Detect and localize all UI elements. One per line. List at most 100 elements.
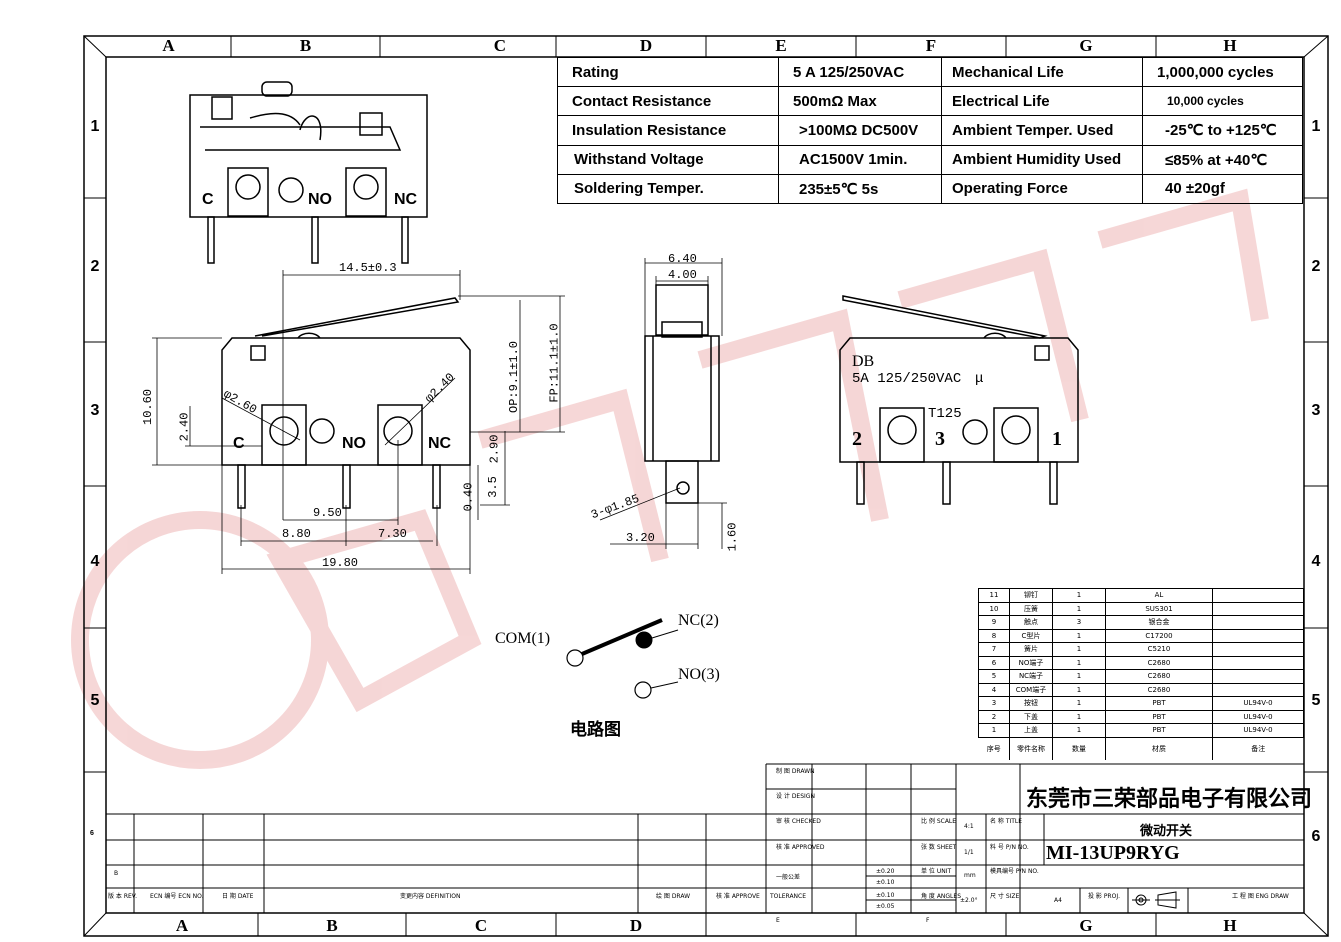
side-view xyxy=(644,284,720,504)
dim-overall-lever: 14.5±0.3 xyxy=(339,261,397,275)
spec-value: ≤85% at +40℃ xyxy=(1142,144,1303,175)
title-block-grid xyxy=(106,763,1304,913)
size-label: 尺 寸 SIZE xyxy=(990,893,1020,900)
scale-label: 比 例 SCALE xyxy=(921,818,957,825)
circuit-no-label: NO(3) xyxy=(678,666,720,683)
dim-0-40: 0.40 xyxy=(461,482,476,512)
bom-cell: 触点 xyxy=(1009,615,1053,630)
unit-label: 单 位 UNIT xyxy=(921,868,952,875)
bom-cell: SUS301 xyxy=(1105,601,1213,616)
bom-cell: 1 xyxy=(1052,682,1106,697)
bom-cell: UL94V-0 xyxy=(1212,709,1304,724)
column-label-a: A xyxy=(162,36,175,55)
dim-operating-position: OP:9.1±1.0 xyxy=(507,340,522,414)
bom-cell: 簧片 xyxy=(1009,642,1053,657)
spec-value: 500mΩ Max xyxy=(778,86,942,117)
spec-value: -25℃ to +125℃ xyxy=(1142,115,1303,146)
tolerance-value: ±0.10 xyxy=(876,879,895,886)
ul-mark: μ xyxy=(975,371,984,387)
front-view-c-label: C xyxy=(233,435,245,452)
side-view-dimensions xyxy=(599,258,727,549)
bom-cell: 1 xyxy=(1052,696,1106,711)
bom-cell: 下盖 xyxy=(1009,709,1053,724)
column-label-b: B xyxy=(299,36,312,55)
spec-value: 40 ±20gf xyxy=(1142,173,1303,205)
zone-f-label: F xyxy=(926,917,930,924)
bom-cell: C型片 xyxy=(1009,628,1053,643)
bom-cell: 7 xyxy=(978,642,1010,657)
dim-8-80: 8.80 xyxy=(282,527,311,541)
bom-cell: 8 xyxy=(978,628,1010,643)
bom-cell: C17200 xyxy=(1105,628,1213,643)
bom-cell: C2680 xyxy=(1105,655,1213,670)
row-label-2-right: 2 xyxy=(1311,258,1321,275)
spec-row: Insulation Resistance >100MΩ DC500V Ambi… xyxy=(557,115,1303,146)
front-view-dimensions xyxy=(152,270,565,574)
size-value: A4 xyxy=(1054,897,1062,904)
column-label-g: G xyxy=(1079,36,1093,55)
spec-label: Rating xyxy=(557,56,779,88)
column-label-h: H xyxy=(1223,36,1237,55)
column-label-c-bottom: C xyxy=(474,916,488,935)
column-label-g-bottom: G xyxy=(1079,916,1093,935)
circuit-nc-label: NC(2) xyxy=(678,612,719,629)
spec-row: Soldering Temper. 235±5℃ 5s Operating Fo… xyxy=(557,173,1303,205)
bom-cell: 银合金 xyxy=(1105,615,1213,630)
row-label-6-right: 6 xyxy=(1311,828,1321,845)
bom-cell xyxy=(1212,588,1304,603)
spec-value: AC1500V 1min. xyxy=(778,144,942,175)
dim-6-40: 6.40 xyxy=(668,252,697,266)
bom-cell: 3 xyxy=(978,696,1010,711)
tolerance-value: ±0.10 xyxy=(876,892,895,899)
bom-header-row: 序号零件名称数量材质备注 xyxy=(978,736,1304,760)
approve-label: 核 准 APPROVE xyxy=(716,893,760,900)
bom-cell: C5210 xyxy=(1105,642,1213,657)
back-view-brand: DB xyxy=(852,353,875,370)
angle-label: 角 度 ANGLES xyxy=(921,893,961,900)
row-label-3-right: 3 xyxy=(1311,402,1321,419)
unit-value: mm xyxy=(964,872,976,879)
bom-cell: 9 xyxy=(978,615,1010,630)
bom-cell xyxy=(1212,642,1304,657)
watermark-logo xyxy=(71,188,1269,769)
row-label-3: 3 xyxy=(90,402,100,419)
bom-cell: 2 xyxy=(978,709,1010,724)
draw-label: 绘 图 DRAW xyxy=(656,893,691,900)
row-label-1: 1 xyxy=(90,118,100,135)
bom-cell: 1 xyxy=(1052,655,1106,670)
back-view-rating: 5A 125/250VAC xyxy=(852,371,962,387)
spec-value: 235±5℃ 5s xyxy=(778,173,942,205)
top-view xyxy=(189,81,428,264)
spec-row: Rating 5 A 125/250VAC Mechanical Life 1,… xyxy=(557,56,1303,88)
top-view-nc-label: NC xyxy=(394,191,418,208)
bom-cell: NO端子 xyxy=(1009,655,1053,670)
design-label: 设 计 DESIGN xyxy=(776,793,815,800)
ecn-label: ECN 编号 ECN NO. xyxy=(150,893,204,900)
bom-cell: 上盖 xyxy=(1009,723,1053,738)
dim-3-20: 3.20 xyxy=(626,531,655,545)
column-label-b-bottom: B xyxy=(326,916,338,935)
mold-no-label: 模具编号 P/N NO. xyxy=(990,868,1039,875)
bom-cell: 4 xyxy=(978,682,1010,697)
bom-cell: 按钮 xyxy=(1009,696,1053,711)
spec-row: Contact Resistance 500mΩ Max Electrical … xyxy=(557,86,1303,117)
bom-cell xyxy=(1212,628,1304,643)
dim-19-80: 19.80 xyxy=(322,556,359,570)
pin-2-label: 2 xyxy=(852,428,862,450)
part-number: MI-13UP9RYG xyxy=(1046,842,1180,864)
circuit-diagram xyxy=(566,618,679,699)
spec-label: Insulation Resistance xyxy=(557,115,779,146)
bom-cell: NC端子 xyxy=(1009,669,1053,684)
projection-symbol xyxy=(1132,891,1180,909)
dim-3-5: 3.5 xyxy=(485,476,500,498)
bom-cell: PBT xyxy=(1105,696,1213,711)
front-view-nc-label: NC xyxy=(428,435,452,452)
projection-label: 投 影 PROJ. xyxy=(1088,893,1121,900)
company-name: 东莞市三荣部品电子有限公司 xyxy=(1026,787,1313,812)
dim-hole-height: 2.40 xyxy=(177,412,192,442)
bom-cell: 压簧 xyxy=(1009,601,1053,616)
bom-cell: 1 xyxy=(1052,669,1106,684)
